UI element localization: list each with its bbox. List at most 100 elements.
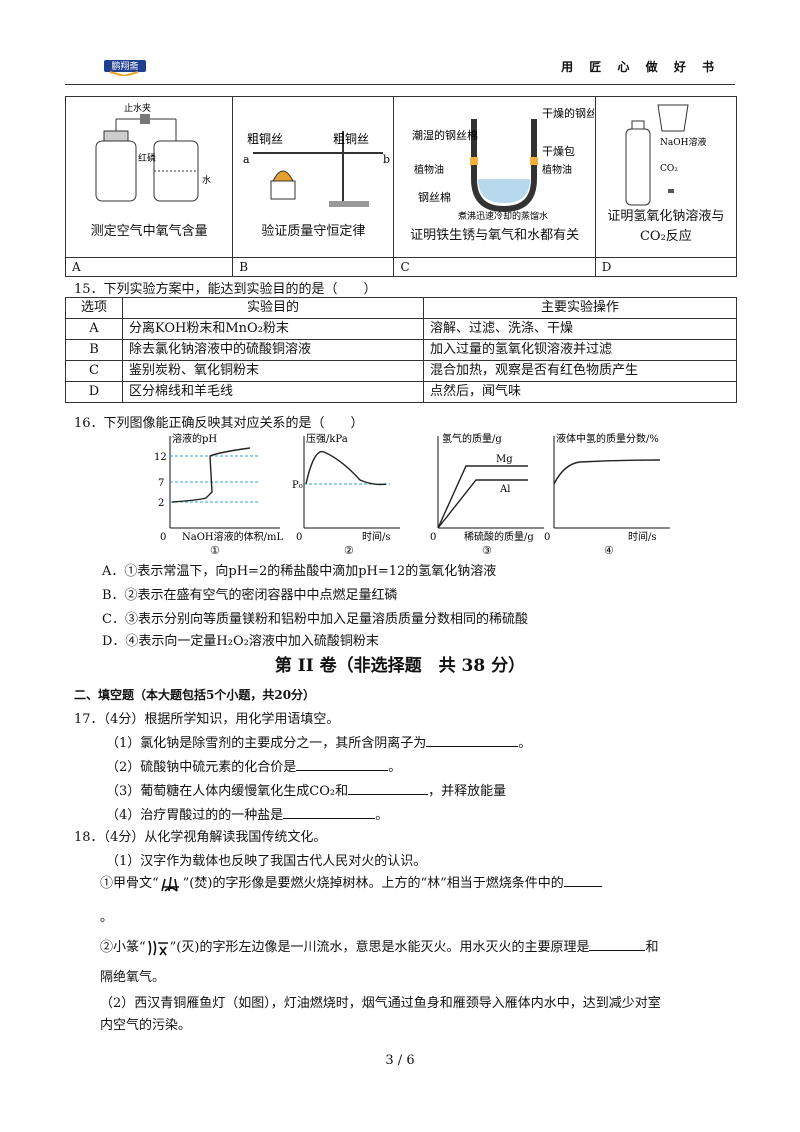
q14-option-d: D xyxy=(594,257,738,277)
q14-caption-c: 证明铁生锈与氧气和水都有关 xyxy=(410,228,580,243)
q15-cell: 除去氯化钠溶液中的硫酸铜溶液 xyxy=(122,339,424,361)
svg-text:时间/s: 时间/s xyxy=(628,530,657,543)
svg-text:溶液的pH: 溶液的pH xyxy=(172,432,217,445)
svg-text:a: a xyxy=(243,153,250,166)
svg-text:NaOH溶液: NaOH溶液 xyxy=(660,136,706,148)
q14-option-c: C xyxy=(393,257,596,277)
part-heading: 二、填空题（本大题包括5个小题，共20分） xyxy=(74,688,316,702)
svg-text:0: 0 xyxy=(160,532,166,543)
q16-stem: 16．下列图像能正确反映其对应关系的是（ ） xyxy=(74,416,364,431)
q17-stem: 17．（4分）根据所学知识，用化学用语填空。 xyxy=(74,712,340,727)
answer-blank[interactable] xyxy=(589,938,646,951)
answer-blank[interactable] xyxy=(348,782,429,795)
q14-cell-c: 潮湿的钢丝棉 干燥的钢丝棉 干燥包 植物油 植物油 钢丝棉 煮沸迅速冷却的蒸馏水… xyxy=(393,96,596,258)
svg-text:植物油: 植物油 xyxy=(542,163,572,176)
q14-caption-a: 测定空气中氧气含量 xyxy=(90,224,208,239)
svg-text:0: 0 xyxy=(430,532,436,543)
answer-blank[interactable] xyxy=(426,734,519,747)
svg-text:钢丝棉: 钢丝棉 xyxy=(418,190,451,204)
q15-cell: 区分棉线和羊毛线 xyxy=(122,381,424,403)
graph-hydrogen-mass: 氢气的质量/g Mg Al 0 稀硫酸的质量/g ③ xyxy=(430,432,544,556)
svg-text:④: ④ xyxy=(604,544,614,556)
svg-text:7: 7 xyxy=(158,478,164,489)
q14-option-a: A xyxy=(64,257,234,277)
answer-blank[interactable] xyxy=(296,758,389,771)
graph-hydrogen-fraction: 液体中氢的质量分数/% 0 时间/s ④ xyxy=(544,432,670,556)
rusting-u-tube-apparatus: 潮湿的钢丝棉 干燥的钢丝棉 干燥包 植物油 植物油 钢丝棉 煮沸迅速冷却的蒸馏水 xyxy=(412,106,594,222)
oracle-fen-glyph-icon xyxy=(159,875,183,893)
q17-item-1: （1）氯化钠是除雪剂的主要成分之一，其所含阴离子为。 xyxy=(106,734,532,751)
q15-cell: 点然后，闻气味 xyxy=(423,381,737,403)
svg-text:稀硫酸的质量/g: 稀硫酸的质量/g xyxy=(464,530,534,543)
svg-text:干燥的钢丝棉: 干燥的钢丝棉 xyxy=(542,106,594,120)
svg-text:Mg: Mg xyxy=(496,454,513,465)
svg-text:鹏翔斋: 鹏翔斋 xyxy=(111,60,138,72)
svg-text:止水夹: 止水夹 xyxy=(124,102,151,114)
q15-cell: 加入过量的氢氧化钡溶液并过滤 xyxy=(423,339,737,361)
page-number: 3 / 6 xyxy=(385,1053,415,1068)
q15-cell: B xyxy=(65,339,123,361)
svg-text:0: 0 xyxy=(544,532,550,543)
svg-text:干燥包: 干燥包 xyxy=(542,145,575,158)
svg-text:0: 0 xyxy=(296,532,302,543)
graph-ph-curve: 溶液的pH 12 7 2 0 NaOH溶液的体积/mL ① xyxy=(154,432,283,556)
svg-text:CO₂: CO₂ xyxy=(660,164,678,174)
q18-sub2-cont: 内空气的污染。 xyxy=(100,1018,192,1033)
svg-text:2: 2 xyxy=(158,498,164,509)
svg-text:潮湿的钢丝棉: 潮湿的钢丝棉 xyxy=(412,128,478,142)
publisher-logo: 鹏翔斋 xyxy=(104,58,146,78)
q17-item-2: （2）硫酸钠中硫元素的化合价是。 xyxy=(106,758,402,775)
q14-cell-a: 止水夹 红磷 水 测定空气中氧气含量 xyxy=(64,96,234,258)
q18-stem: 18．（4分）从化学视角解读我国传统文化。 xyxy=(74,830,327,845)
q15-table: 选项 实验目的 主要实验操作 A 分离KOH粉末和MnO₂粉末 溶解、过滤、洗涤… xyxy=(65,297,737,403)
seal-mie-glyph-icon xyxy=(146,939,170,957)
svg-text:液体中氢的质量分数/%: 液体中氢的质量分数/% xyxy=(556,432,659,445)
q15-cell: D xyxy=(65,381,123,403)
svg-text:NaOH溶液的体积/mL: NaOH溶液的体积/mL xyxy=(182,530,283,543)
q16-option-a: A．①表示常温下，向pH=2的稀盐酸中滴加pH=12的氢氧化钠溶液 xyxy=(102,564,497,579)
svg-text:粗铜丝: 粗铜丝 xyxy=(333,131,369,146)
q15-header: 实验目的 xyxy=(122,297,424,319)
answer-blank[interactable] xyxy=(563,874,602,887)
oxygen-content-apparatus: 止水夹 红磷 水 xyxy=(95,102,211,202)
svg-text:粗铜丝: 粗铜丝 xyxy=(247,131,283,146)
q14-option-b: B xyxy=(232,257,395,277)
svg-text:时间/s: 时间/s xyxy=(362,530,391,543)
svg-text:水: 水 xyxy=(202,174,211,186)
section-title: 第 II 卷（非选择题 共 38 分） xyxy=(274,656,526,676)
q17-item-3: （3）葡萄糖在人体内缓慢氧化生成CO₂和，并释放能量 xyxy=(106,782,507,799)
q15-header: 选项 xyxy=(65,297,123,319)
q15-header: 主要实验操作 xyxy=(423,297,737,319)
q16-option-b: B．②表示在盛有空气的密闭容器中中点燃足量红磷 xyxy=(102,588,398,603)
q18-sub1: （1）汉字作为载体也反映了我国古代人民对火的认识。 xyxy=(106,854,427,869)
q16-option-d: D．④表示向一定量H₂O₂溶液中加入硫酸铜粉末 xyxy=(102,634,379,649)
header-slogan: 用 匠 心 做 好 书 xyxy=(561,60,720,74)
q18-sub2: （2）西汉青铜雁鱼灯（如图），灯油燃烧时，烟气通过鱼身和雁颈导入雁体内水中，达到… xyxy=(100,996,661,1011)
q18-line1: ①甲骨文“”(焚)的字形像是要燃火烧掉树林。上方的“林”相当于燃烧条件中的 xyxy=(100,872,602,893)
q14-caption-b: 验证质量守恒定律 xyxy=(261,224,366,239)
q15-cell: 溶解、过滤、洗涤、干燥 xyxy=(423,318,737,340)
svg-text:12: 12 xyxy=(154,452,167,463)
q15-cell: C xyxy=(65,360,123,382)
svg-text:植物油: 植物油 xyxy=(414,163,444,176)
q14-cell-b: 粗铜丝 粗铜丝 a b 验证质量守恒定律 xyxy=(232,96,395,258)
q18-line2: ②小篆“”(灭)的字形左边像是一川流水，意思是水能灭火。用水灭火的主要原理是和 xyxy=(100,938,659,957)
svg-text:P₀: P₀ xyxy=(292,480,303,491)
header-divider xyxy=(65,84,735,85)
q14-table: 止水夹 红磷 水 测定空气中氧气含量 粗铜丝 粗铜丝 a b 验证质量守恒定律 xyxy=(64,96,738,277)
q15-stem: 15．下列实验方案中，能达到实验目的的是（ ） xyxy=(74,282,377,297)
naoh-co2-bottle-apparatus: NaOH溶液 CO₂ xyxy=(625,104,706,206)
svg-text:煮沸迅速冷却的蒸馏水: 煮沸迅速冷却的蒸馏水 xyxy=(458,210,548,222)
q16-option-c: C．③表示分别向等质量镁粉和铝粉中加入足量溶质质量分数相同的稀硫酸 xyxy=(102,612,528,627)
q15-cell: 混合加热，观察是否有红色物质产生 xyxy=(423,360,737,382)
graph-pressure-curve: 压强/kPa P₀ 0 时间/s ② xyxy=(292,433,400,556)
mass-conservation-apparatus: 粗铜丝 粗铜丝 a b xyxy=(243,131,390,207)
q15-cell: 鉴别炭粉、氧化铜粉末 xyxy=(122,360,424,382)
answer-blank[interactable] xyxy=(283,806,376,819)
q15-cell: A xyxy=(65,318,123,340)
q15-cell: 分离KOH粉末和MnO₂粉末 xyxy=(122,318,424,340)
q18-line1-end: 。 xyxy=(100,910,114,925)
svg-text:红磷: 红磷 xyxy=(138,152,156,164)
svg-text:①: ① xyxy=(210,544,220,556)
svg-text:氢气的质量/g: 氢气的质量/g xyxy=(442,432,502,445)
